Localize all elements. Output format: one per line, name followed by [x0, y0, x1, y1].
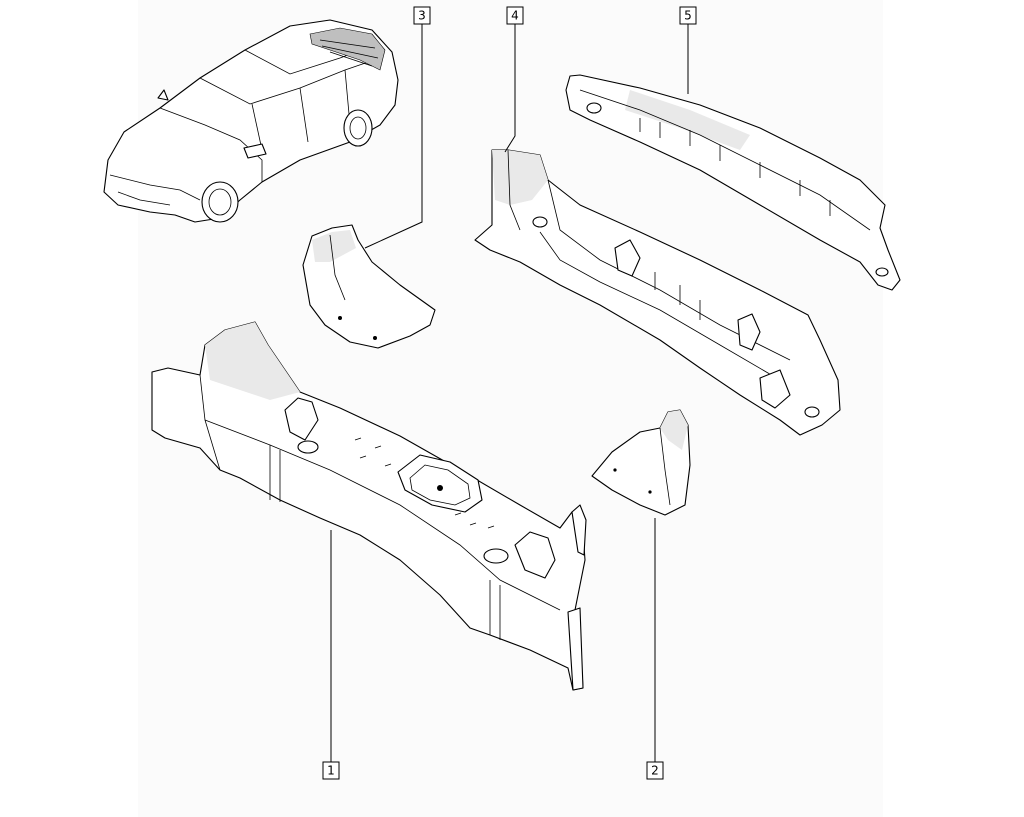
part-5-upper-crossmember: [565, 74, 901, 291]
callout-label: 2: [651, 764, 659, 778]
part-3-panel: [302, 224, 436, 349]
leader-line-4: [504, 24, 516, 153]
callout-label: 3: [418, 9, 426, 23]
callout-4: 4: [506, 6, 524, 25]
callout-1: 1: [322, 761, 340, 780]
callout-3: 3: [413, 6, 431, 25]
part-1-crossmember: [151, 321, 587, 691]
part-4-rear-panel: [474, 149, 841, 436]
part-2-bracket: [591, 409, 691, 516]
leader-line-3: [364, 24, 423, 249]
car-thumbnail: [103, 19, 399, 223]
callout-label: 4: [511, 9, 519, 23]
callout-5: 5: [679, 6, 697, 25]
callout-2: 2: [646, 761, 664, 780]
callout-label: 1: [327, 764, 335, 778]
callout-label: 5: [684, 9, 692, 23]
